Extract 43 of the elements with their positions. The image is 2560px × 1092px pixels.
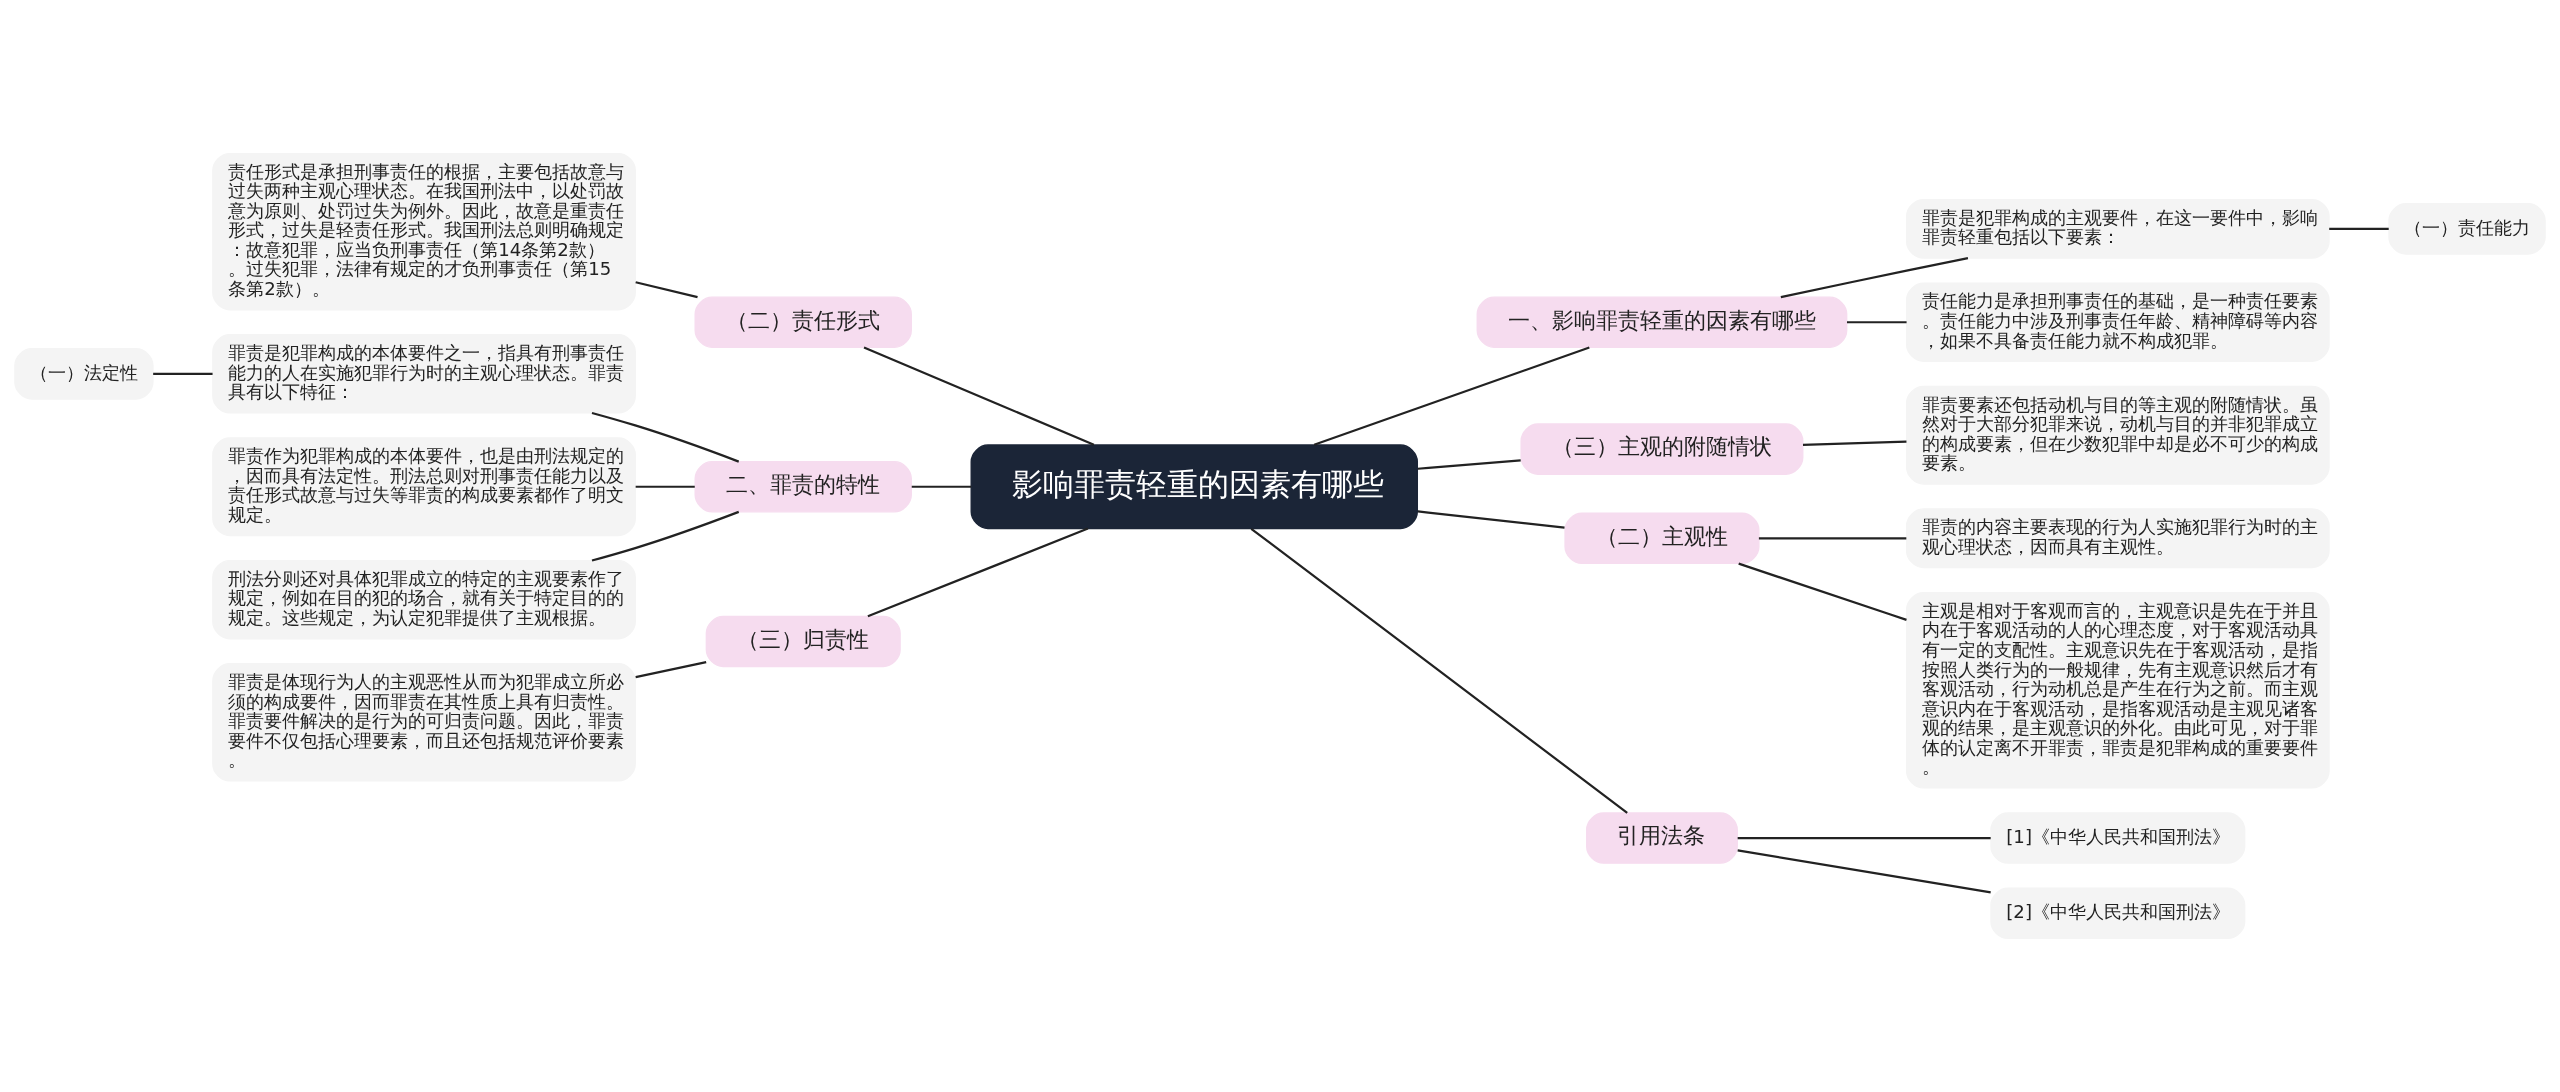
connector [1802,440,1907,446]
node-box: 影响罪责轻重的因素有哪些 [970,444,1418,530]
connector [635,485,695,488]
connector [1780,257,1969,299]
node-box: （一）责任能力 [2388,203,2546,255]
node-box: 二、罪责的特性 [694,460,912,513]
node-box: 罪责要素还包括动机与目的等主观的附随情状。虽然对于大部分犯罪来说，动机与目的并非犯罪成立的构成要素，但在少数犯罪中却是必不可少的构成要素。 [1905,385,2330,485]
connector [863,346,1095,446]
node-box: 引用法条 [1586,812,1738,864]
node-box: （三）主观的附随情状 [1520,423,1804,475]
node-box: 责任能力是承担刑事责任的基础，是一种责任要素。责任能力中涉及刑事责任年龄、精神障碍等内容，如果不具备责任能力就不构成犯罪。 [1905,282,2330,362]
connector [1847,321,1907,324]
node-box: （一）法定性 [14,348,154,400]
node-box: 责任形式是承担刑事责任的根据，主要包括故意与过失两种主观心理状态。在我国刑法中，以处罚故意为原则、处罚过失为例外。因此，故意是重责任形式，过失是轻责任形式。我国刑法总则明确规定：故意犯罪，应当负刑事责任（第14条第2款）。过失犯罪，法律有规定的才负刑事责任（第15条第2款）。 [212,152,636,311]
node-box: 主观是相对于客观而言的，主观意识是先在于并且内在于客观活动的人的心理态度，对于客观活动具有一定的支配性。主观意识先在于客观活动，是指按照人类行为的一般规律，先有主观意识然后才有客观活动，行为动机总是产生在行为之前。而主观意识内在于客观活动，是指客观活动是主观见诸客观的结果，是主观意识的外化。由此可见，对于罪体的认定离不开罪责，罪责是犯罪构成的重要要件。 [1905,592,2330,789]
node-box: 罪责作为犯罪构成的本体要件，也是由刑法规定的，因而具有法定性。刑法总则对刑事责任能力以及责任形式故意与过失等罪责的构成要素都作了明文规定。 [212,437,636,537]
connector [2329,227,2389,230]
connector [635,281,698,299]
connector [1758,537,1907,540]
node-box: [2]《中华人民共和国刑法》 [1990,887,2246,940]
node-box: （二）主观性 [1564,512,1760,565]
connector [1737,836,1991,840]
connector [867,527,1089,618]
connector [1738,562,1907,621]
connector [1417,459,1521,470]
node-box: 罪责是犯罪构成的本体要件之一，指具有刑事责任能力的人在实施犯罪行为时的主观心理状态。罪责具有以下特征： [212,334,636,414]
node-box: （二）责任形式 [694,296,912,349]
node-box: [1]《中华人民共和国刑法》 [1990,812,2246,864]
connector [911,485,972,488]
node-box: 罪责的内容主要表现的行为人实施犯罪行为时的主观心理状态，因而具有主观性。 [1905,508,2330,569]
connector [1250,527,1628,814]
node-box: 刑法分则还对具体犯罪成立的特定的主观要素作了规定，例如在目的犯的场合，就有关于特定目的的规定。这些规定，为认定犯罪提供了主观根据。 [212,559,636,640]
connector [1417,510,1565,529]
connector [1737,849,1991,894]
node-box: 一、影响罪责轻重的因素有哪些 [1476,296,1848,349]
node-box: （三）归责性 [705,615,901,668]
node-box: 罪责是犯罪构成的主观要件，在这一要件中，影响罪责轻重包括以下要素： [1905,198,2330,259]
connector [591,510,740,562]
connector [1313,346,1590,446]
node-box: 罪责是体现行为人的主观恶性从而为犯罪成立所必须的构成要件，因而罪责在其性质上具有归责性。罪责要件解决的是行为的可归责问题。因此，罪责要件不仅包括心理要素，而且还包括规范评价要素。 [212,663,636,782]
connector [635,660,707,679]
connector [153,372,213,375]
connector [591,411,740,463]
